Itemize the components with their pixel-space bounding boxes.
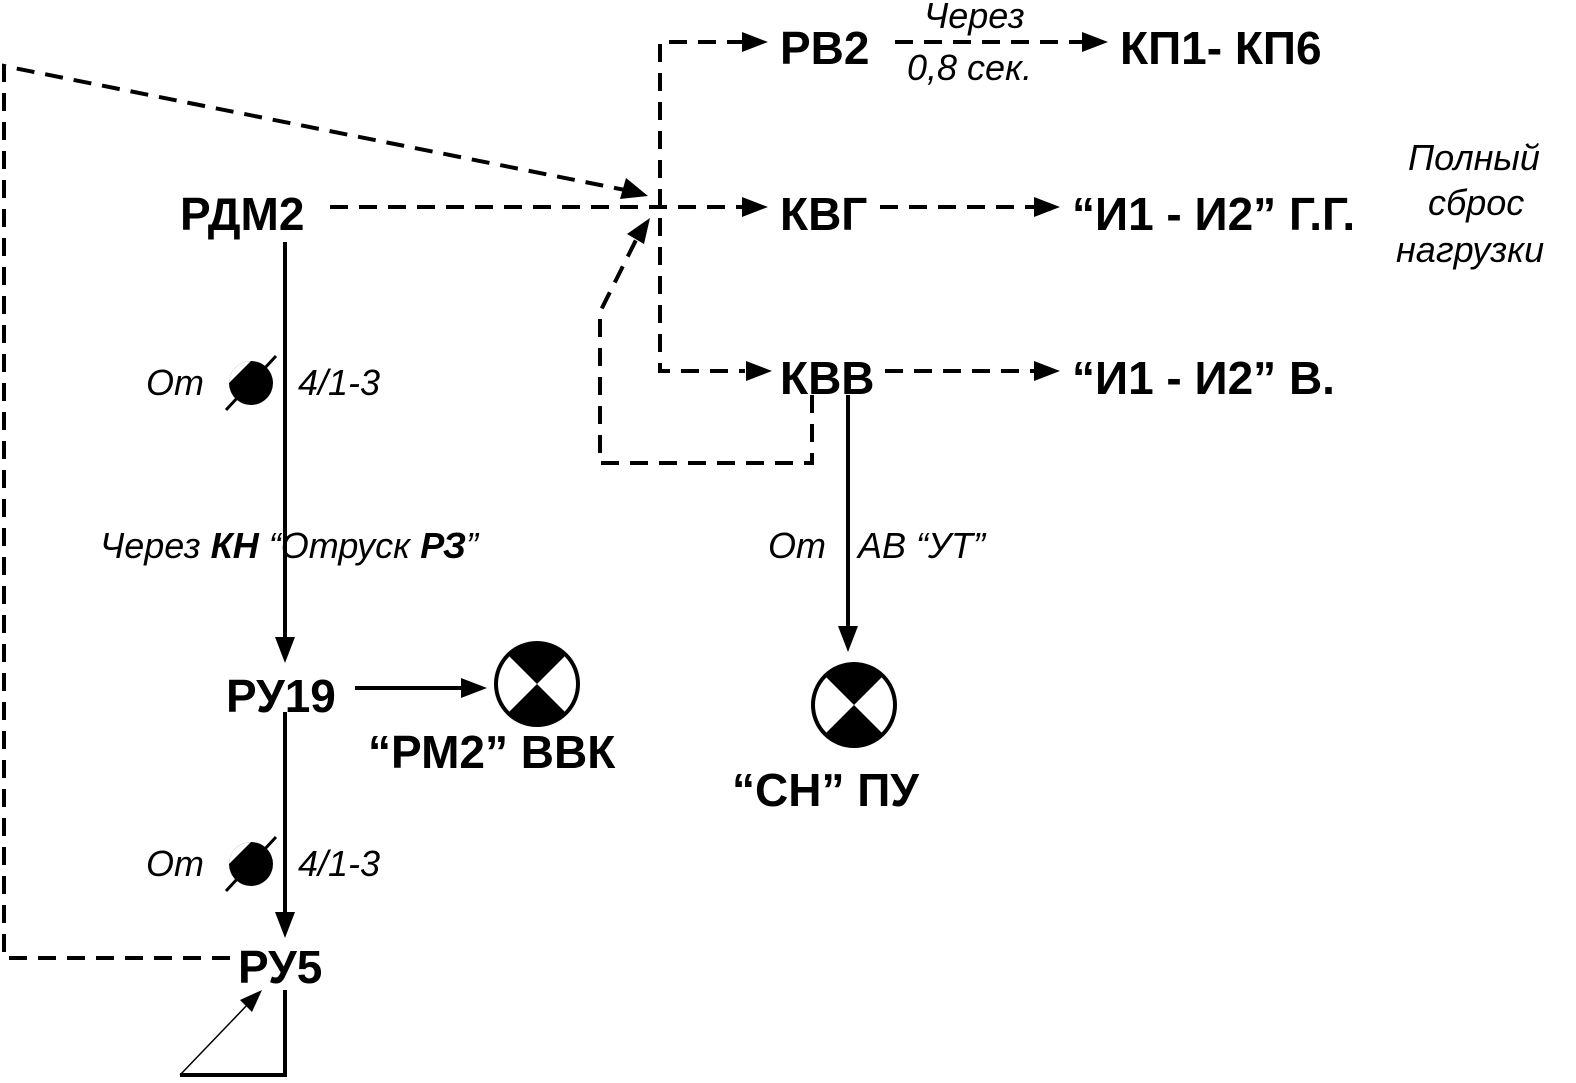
rdm2-to-kvg-arrowhead (742, 197, 768, 217)
bus-to-kvv-arrowhead (746, 361, 772, 381)
branch-bus-line (658, 40, 745, 373)
from-label-av: От (768, 525, 826, 566)
ru19-to-ru5-arrowhead (275, 912, 295, 938)
ru19-to-lamp-arrowhead (461, 678, 487, 698)
node-rv2: РВ2 (780, 22, 869, 74)
rdm2-to-ru19-arrowhead (275, 637, 295, 663)
rv2-to-kp-arrowhead (1082, 32, 1108, 52)
ru5-hold-arrowhead (240, 990, 262, 1012)
kvv-to-i1i2v-arrowhead (1034, 361, 1060, 381)
ru5-hold-diagonal (179, 1001, 251, 1076)
feedback-loop-line (2, 63, 626, 960)
switch-code-top: 4/1-3 (298, 362, 380, 403)
kvv-hold-loop-line (598, 239, 814, 465)
switch-code-bottom: 4/1-3 (298, 843, 380, 884)
from-label-top: От (146, 362, 204, 403)
node-kvg: КВГ (780, 188, 867, 240)
node-i1-i2-gg: “И1 - И2” Г.Г. (1072, 188, 1355, 240)
delay-label-line2: 0,8 сек. (907, 47, 1032, 88)
full-drop-line3: нагрузки (1396, 229, 1544, 270)
av-ut-label: АВ “УТ” (856, 525, 987, 566)
signal-lamp-icon (494, 641, 580, 727)
bus-to-rv2-arrowhead (742, 32, 768, 52)
kvg-to-i1i2gg-arrowhead (1034, 197, 1060, 217)
feedback-loop-arrowhead (620, 178, 648, 199)
through-kn-label: Через КН “Отруск РЗ” (100, 525, 480, 566)
node-i1-i2-v: “И1 - И2” В. (1072, 352, 1335, 404)
node-ru19: РУ19 (226, 670, 336, 722)
delay-label-line1: Через (924, 0, 1025, 36)
node-sn-pu: “СН” ПУ (732, 764, 920, 816)
full-drop-line1: Полный (1408, 137, 1540, 178)
kvv-to-lamp-arrowhead (838, 626, 858, 652)
switch-symbol-icon (224, 835, 278, 893)
node-ru5: РУ5 (238, 941, 322, 993)
switch-symbol-icon (224, 354, 278, 412)
from-label-bottom: От (146, 843, 204, 884)
kvv-hold-loop-arrowhead (627, 218, 650, 244)
signal-lamp-icon (811, 662, 897, 748)
node-kvv: КВВ (780, 352, 875, 404)
node-rm2-vvk: “РМ2” ВВК (368, 726, 616, 778)
full-drop-line2: сброс (1428, 182, 1524, 223)
ru5-hold-line (180, 990, 287, 1077)
node-kp1-kp6: КП1- КП6 (1120, 22, 1322, 74)
node-rdm2: РДМ2 (180, 188, 304, 240)
